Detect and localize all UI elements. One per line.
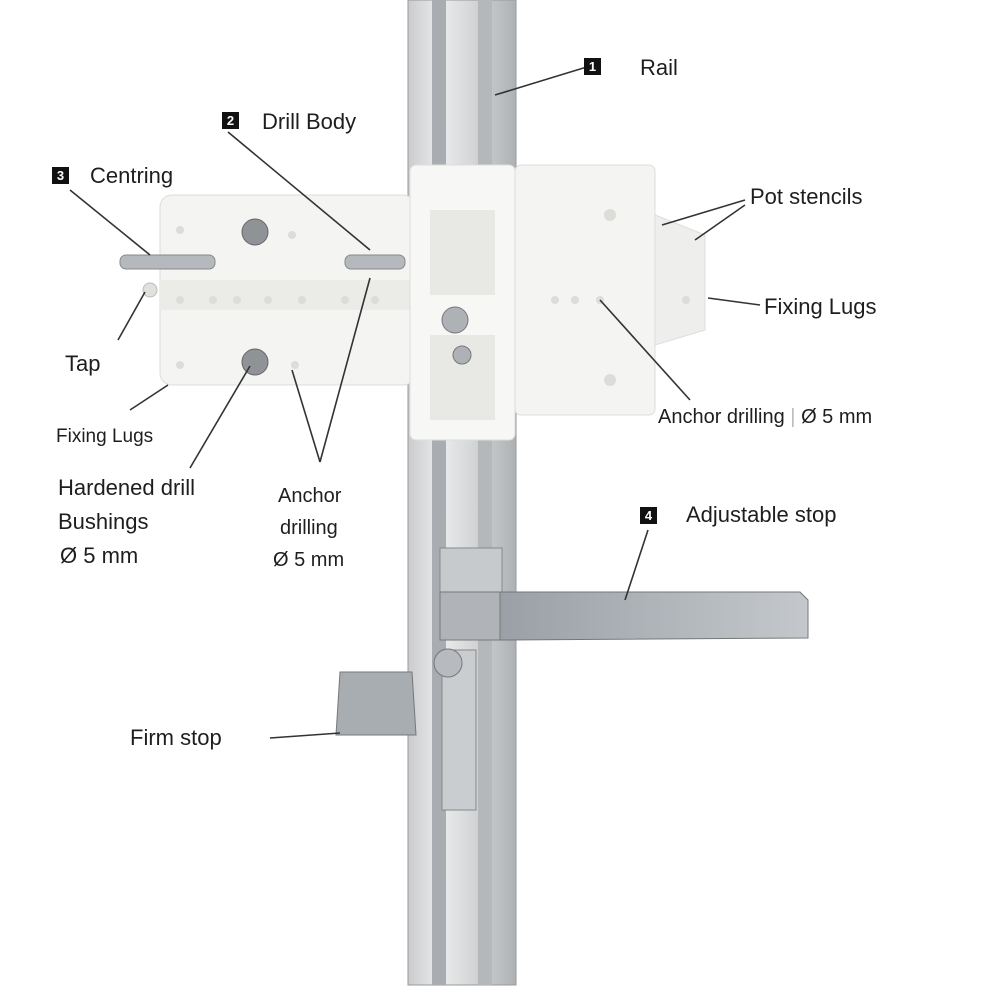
label-pot-stencils: Pot stencils [750,184,863,209]
label-hardened-line1: Hardened drill [58,475,195,500]
callout-badge-1: 1 [584,58,601,75]
rail [407,0,517,986]
label-anchor-size: Ø 5 mm [273,549,345,571]
callout-badge-4: 4 [640,507,657,524]
label-rail: Rail [640,55,678,80]
callout-badge-2: 2 [222,112,239,129]
label-centring: Centring [90,163,174,188]
label-tap: Tap [65,351,101,376]
firm-stop [335,648,477,811]
leader-lines [69,65,761,739]
label-drill-body: Drill Body [262,109,357,134]
label-hardened-size: Ø 5 mm [60,543,139,568]
label-hardened-line2: Bushings [58,509,149,534]
anchor-drilling-right-size: Ø 5 mm [801,406,873,428]
label-adjustable-stop: Adjustable stop [686,502,837,527]
drill-body [119,164,706,441]
label-anchor-drilling-right: Anchor drilling | Ø 5 mm [658,406,873,428]
adjustable-stop [439,547,809,641]
label-fixing-lugs-left: Fixing Lugs [56,426,154,447]
label-anchor-line2: drilling [280,517,338,539]
label-anchor-line1: Anchor [278,485,342,507]
label-firm-stop: Firm stop [130,725,222,750]
callout-badge-3: 3 [52,167,69,184]
label-fixing-lugs-right: Fixing Lugs [764,294,877,319]
anchor-drilling-right-text: Anchor drilling [658,406,785,428]
